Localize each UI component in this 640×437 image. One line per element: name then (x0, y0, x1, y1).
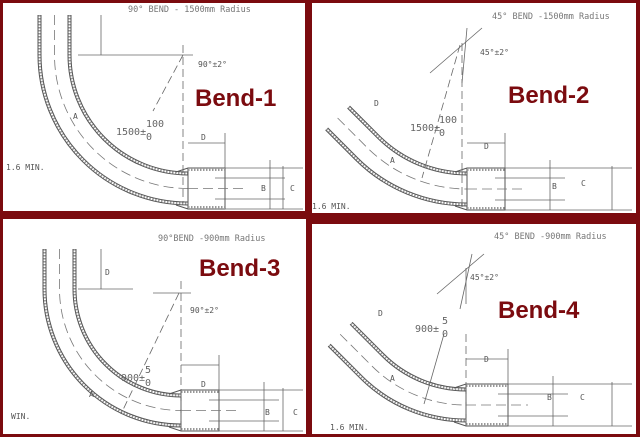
dim-a-label: A (73, 112, 78, 121)
socket-outline (453, 383, 509, 427)
pipe-wall-hatching (350, 322, 467, 391)
dim-c-label: C (580, 393, 585, 402)
pipe-wall-hatching (325, 127, 468, 206)
dim-c-label: C (581, 179, 586, 188)
pipe-inner-wall-inner (349, 323, 467, 392)
pipe-centerline (59, 249, 182, 411)
pipe-wall-hatching (68, 15, 189, 175)
bend-1-panel: 90° BEND - 1500mm Radius 90°±2° Bend-1 1… (3, 3, 305, 211)
pipe-outer-wall-inner (329, 343, 467, 420)
angle-label: 45°±2° (470, 273, 499, 282)
wall-thickness-label: 1.6 MIN. (330, 423, 369, 432)
dim-b-label: B (265, 408, 270, 417)
tolerance-plus: 100 (439, 115, 457, 126)
bend-4-label: Bend-4 (498, 297, 580, 324)
pipe-outer-wall (325, 129, 468, 207)
pipe-wall-hatching (43, 249, 182, 427)
pipe-outer-wall (42, 249, 182, 428)
radius-line (120, 292, 180, 415)
tolerance-minus: 0 (439, 128, 445, 139)
dim-a-label: A (390, 156, 395, 165)
angle-label: 45°±2° (480, 48, 509, 57)
pipe-inner-wall-inner (347, 107, 468, 176)
bend-3-title: 90°BEND -900mm Radius (158, 234, 265, 244)
dim-d-label: D (484, 355, 489, 364)
bend-4-panel: 45° BEND -900mm Radius 45°±2° Bend-4 900… (312, 224, 636, 434)
pipe-outer-wall-inner (40, 15, 189, 203)
pipe-wall-hatching (328, 344, 467, 422)
dim-c-label: C (293, 408, 298, 417)
bend-4-pipe (327, 321, 632, 427)
bend-3-panel: 90°BEND -900mm Radius 90°±2° Bend-3 900±… (3, 219, 306, 434)
angle-line (429, 27, 483, 74)
pipe-wall-hatching (347, 105, 468, 175)
pipe-centerline (339, 333, 467, 406)
radius-line (152, 54, 184, 112)
pipe-inner-wall (75, 249, 182, 395)
bend-4-drawing: 45° BEND -900mm Radius 45°±2° Bend-4 900… (327, 232, 632, 432)
bend-2-pipe (325, 105, 632, 211)
tolerance-minus: 0 (145, 378, 151, 389)
bend-3-pipe (42, 249, 303, 432)
wall-thickness-label: 1.6 MIN. (312, 202, 351, 211)
tolerance-minus: 0 (442, 329, 448, 340)
dim-d-label: D (105, 268, 110, 277)
bend-1-pipe (37, 15, 303, 210)
bend-3-label: Bend-3 (199, 255, 280, 282)
bend-4-title: 45° BEND -900mm Radius (494, 232, 607, 242)
angle-line (436, 253, 485, 295)
dim-a-label: A (89, 390, 94, 399)
dim-b-label: B (547, 393, 552, 402)
dim-b-label: B (261, 184, 266, 193)
pipe-inner-wall-inner (72, 249, 182, 398)
pipe-centerline (54, 15, 189, 189)
tolerance-plus: 5 (145, 365, 151, 376)
bend-2-panel: 45° BEND -1500mm Radius 45°±2° Bend-2 15… (312, 3, 636, 213)
bend-1-label: Bend-1 (195, 85, 276, 112)
pipe-centerline (337, 117, 468, 190)
dim-d-label: D (201, 133, 206, 142)
bend-1-title: 90° BEND - 1500mm Radius (128, 5, 251, 15)
pipe-outer-wall-inner (45, 249, 182, 425)
dim-c-label: C (290, 184, 295, 193)
angle-line (461, 27, 468, 84)
radius-label: 1500± (410, 123, 440, 134)
radius-line (423, 333, 445, 405)
dim-d-label: D (484, 142, 489, 151)
bend-1-drawing: 90° BEND - 1500mm Radius 90°±2° Bend-1 1… (6, 5, 303, 210)
angle-label: 90°±2° (198, 60, 227, 69)
dim-d-label: D (374, 99, 379, 108)
pipe-inner-wall (351, 321, 467, 389)
bend-3-drawing: 90°BEND -900mm Radius 90°±2° Bend-3 900±… (11, 234, 303, 432)
radius-label: 900± (121, 373, 145, 384)
dim-a-label: A (390, 374, 395, 383)
dim-d-label: D (201, 380, 206, 389)
pipe-inner-wall (70, 15, 189, 173)
pipe-outer-wall (327, 345, 467, 423)
radius-label: 900± (415, 324, 439, 335)
radius-label: 1500± (116, 127, 146, 138)
bend-2-title: 45° BEND -1500mm Radius (492, 12, 610, 22)
wall-thickness-label: WIN. (11, 412, 30, 421)
dim-d-label: D (378, 309, 383, 318)
pipe-wall-hatching (38, 15, 189, 205)
dim-b-label: B (552, 182, 557, 191)
pipe-wall-hatching (73, 249, 182, 397)
bend-2-drawing: 45° BEND -1500mm Radius 45°±2° Bend-2 15… (312, 12, 632, 211)
angle-label: 90°±2° (190, 306, 219, 315)
pipe-inner-wall (349, 105, 468, 173)
radius-line (421, 44, 461, 179)
pipe-outer-wall (37, 15, 189, 206)
tolerance-plus: 100 (146, 119, 164, 130)
pipe-outer-wall-inner (327, 127, 468, 204)
tolerance-plus: 5 (442, 316, 448, 327)
pipe-inner-wall-inner (67, 15, 189, 176)
tolerance-minus: 0 (146, 132, 152, 143)
wall-thickness-label: 1.6 MIN. (6, 163, 45, 172)
bend-2-label: Bend-2 (508, 82, 589, 109)
